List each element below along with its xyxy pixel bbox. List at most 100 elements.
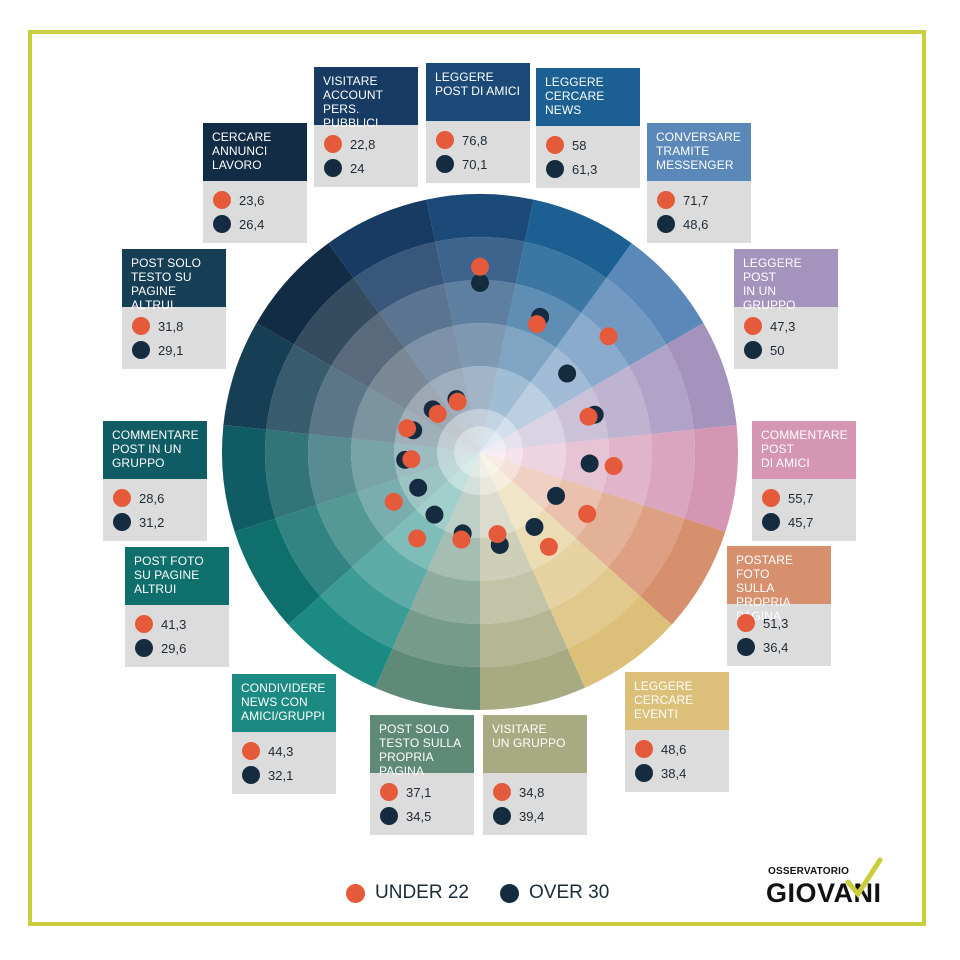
under22-point-3 <box>599 327 618 346</box>
under22-value: 58 <box>572 137 587 153</box>
over30-row: 50 <box>734 338 838 362</box>
wheel-sector-11-ring-1 <box>439 452 480 481</box>
over30-value: 39,4 <box>519 808 545 824</box>
wheel-sector-4-ring-5 <box>628 344 694 435</box>
over30-value: 29,6 <box>161 640 187 656</box>
wheel-sector-8-ring-6 <box>480 648 585 710</box>
wheel-sector-5-ring-6 <box>684 425 738 532</box>
wheel-sector-15-ring-6 <box>328 199 436 279</box>
wheel-sector-5-ring-5 <box>643 429 695 519</box>
legend-under22-marker <box>346 883 365 903</box>
over30-marker <box>493 807 511 825</box>
over30-point-11 <box>409 478 428 497</box>
over30-marker <box>546 160 564 178</box>
wheel-sector-14-ring-6 <box>256 243 354 345</box>
category-values: 71,7 48,6 <box>647 181 751 243</box>
wheel-sector-15-ring-5 <box>353 241 445 313</box>
category-label: VISITARE UN GRUPPO <box>483 715 587 773</box>
over30-point-1 <box>471 273 489 292</box>
over30-point-3 <box>558 364 577 383</box>
under22-value: 22,8 <box>350 136 376 152</box>
wheel-sector-8-ring-2 <box>480 491 515 538</box>
over30-value: 70,1 <box>462 156 488 172</box>
wheel-sector-13-ring-3 <box>351 387 406 444</box>
over30-marker <box>635 764 653 782</box>
over30-row: 29,6 <box>125 636 229 660</box>
under22-row: 48,6 <box>625 737 729 761</box>
over30-marker <box>737 638 755 656</box>
under22-point-2 <box>527 315 546 334</box>
wheel-sector-9-ring-5 <box>392 609 480 667</box>
under22-value: 23,6 <box>239 192 265 208</box>
over30-marker <box>135 639 153 657</box>
category-card-3: CONVERSARE TRAMITE MESSENGER 71,7 48,6 <box>647 123 751 243</box>
over30-marker <box>436 155 454 173</box>
over30-value: 32,1 <box>268 767 294 783</box>
wheel-sector-8-ring-5 <box>480 609 568 667</box>
over30-row: 38,4 <box>625 761 729 785</box>
wheel-sector-7-ring-6 <box>567 595 672 688</box>
under22-marker <box>380 783 398 801</box>
over30-row: 70,1 <box>426 152 530 176</box>
category-label: COMMENTARE POST IN UN GRUPPO <box>103 421 207 479</box>
over30-row: 48,6 <box>647 212 751 236</box>
under22-row: 71,7 <box>647 188 751 212</box>
over30-value: 45,7 <box>788 514 814 530</box>
category-label: POST SOLO TESTO SU PAGINE ALTRUI <box>122 249 226 312</box>
over30-row: 24 <box>314 156 418 180</box>
wheel-sector-6-ring-6 <box>639 518 726 625</box>
wheel-sector-2-ring-2 <box>488 367 531 418</box>
wheel-sector-1-ring-2 <box>462 365 498 410</box>
category-values: 34,8 39,4 <box>483 773 587 835</box>
under22-value: 31,8 <box>158 318 184 334</box>
wheel-sector-6-ring-4 <box>575 491 644 568</box>
under22-point-14 <box>428 404 447 423</box>
under22-point-12 <box>402 450 421 469</box>
wheel-sector-12-ring-3 <box>351 438 399 492</box>
under22-row: 28,6 <box>103 486 207 510</box>
category-values: 51,3 36,4 <box>727 604 831 666</box>
checkmark-icon <box>845 857 883 899</box>
over30-row: 36,4 <box>727 635 831 659</box>
over30-row: 39,4 <box>483 804 587 828</box>
under22-value: 34,8 <box>519 784 545 800</box>
wheel-sector-10-ring-1 <box>448 452 480 492</box>
category-label: LEGGERE CERCARE EVENTI <box>625 672 729 730</box>
wheel-sector-14-ring-4 <box>331 312 405 388</box>
category-label: LEGGERE POST IN UN GRUPPO <box>734 249 838 312</box>
wheel-sector-9-ring-1 <box>462 452 480 496</box>
under22-marker <box>737 614 755 632</box>
under22-marker <box>493 783 511 801</box>
wheel-sector-14-ring-5 <box>293 278 379 366</box>
under22-point-4 <box>579 407 598 426</box>
under22-marker <box>657 191 675 209</box>
category-label: CONVERSARE TRAMITE MESSENGER <box>647 123 751 181</box>
wheel-center <box>454 426 506 478</box>
under22-value: 71,7 <box>683 192 709 208</box>
over30-value: 31,2 <box>139 514 165 530</box>
legend-over30-label: OVER 30 <box>529 882 610 903</box>
logo-small-text: OSSERVATORIO <box>768 866 850 877</box>
under22-marker <box>546 136 564 154</box>
under22-value: 51,3 <box>763 615 789 631</box>
over30-point-5 <box>580 454 599 473</box>
over30-row: 32,1 <box>232 763 336 787</box>
wheel-sector-10-ring-4 <box>352 538 428 610</box>
wheel-sector-2-ring-6 <box>524 199 632 279</box>
over30-marker <box>242 766 260 784</box>
under22-point-9 <box>452 530 471 549</box>
over30-value: 50 <box>770 342 785 358</box>
chart-frame <box>28 30 926 926</box>
